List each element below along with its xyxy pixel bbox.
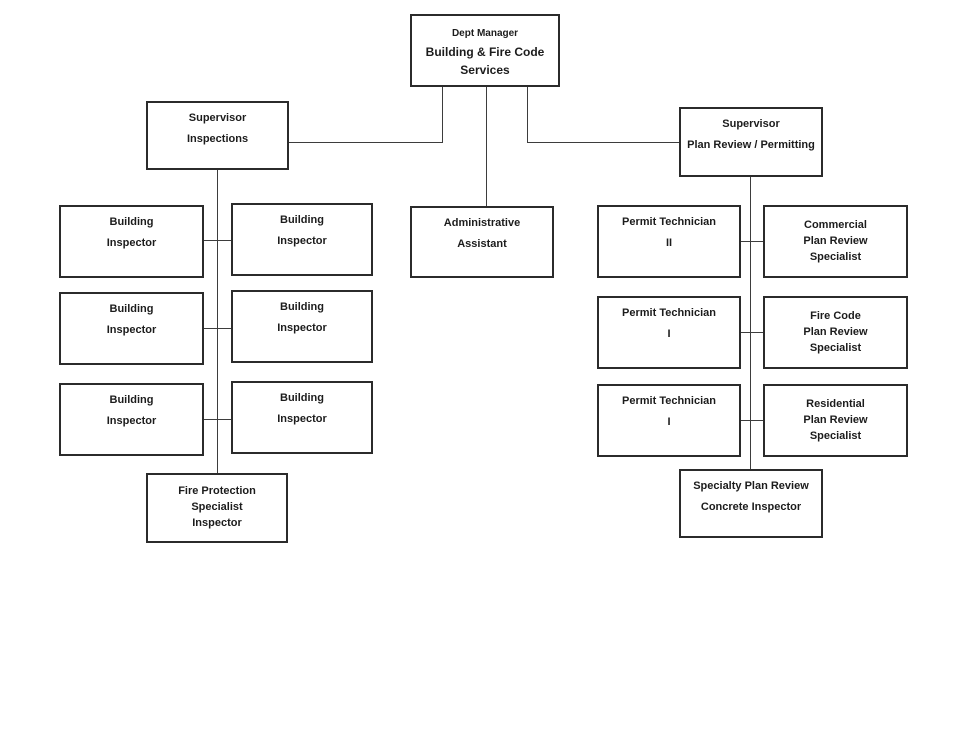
node-subtitle: I: [667, 416, 671, 428]
node-title: Residential: [806, 398, 865, 410]
org-node-building-inspector-2: Building Inspector: [231, 203, 373, 276]
node-subtitle: Inspector: [106, 237, 157, 249]
org-node-building-inspector-4: Building Inspector: [231, 290, 373, 363]
connector-top-drop-left: [442, 87, 443, 143]
org-node-administrative-assistant: Administrative Assistant: [410, 206, 554, 278]
org-node-fire-protection-specialist-inspector: Fire Protection Specialist Inspector: [146, 473, 288, 543]
node-title: Building: [109, 394, 154, 406]
node-subtitle: Specialist: [809, 251, 862, 263]
org-node-building-inspector-3: Building Inspector: [59, 292, 204, 365]
node-title: Dept Manager: [451, 28, 519, 39]
connector-plan-review-row2-stub: [741, 332, 763, 333]
node-subtitle: Inspector: [106, 324, 157, 336]
connector-to-supervisor-inspections: [289, 142, 443, 143]
node-subtitle: Inspections: [186, 133, 249, 145]
connector-plan-review-spine: [750, 177, 751, 469]
node-subtitle: Specialist: [809, 342, 862, 354]
node-subtitle: Inspector: [192, 517, 242, 529]
node-title: Building: [109, 216, 154, 228]
node-title: Building: [109, 303, 154, 315]
node-title: Administrative: [443, 217, 521, 229]
node-title: Commercial: [804, 219, 867, 231]
node-title: Supervisor: [722, 118, 780, 130]
org-node-permit-technician-i-a: Permit Technician I: [597, 296, 741, 369]
node-subtitle: I: [667, 328, 671, 340]
node-title: Permit Technician: [622, 216, 716, 228]
node-subtitle: Concrete Inspector: [700, 501, 802, 513]
node-subtitle: Plan Review / Permitting: [687, 139, 815, 151]
org-node-building-inspector-5: Building Inspector: [59, 383, 204, 456]
connector-inspections-row3-stub: [204, 419, 231, 420]
node-title: Building: [280, 214, 324, 226]
node-subtitle: Plan Review: [803, 414, 868, 426]
node-subtitle: Inspector: [277, 413, 327, 425]
node-subtitle: Inspector: [277, 322, 327, 334]
node-subtitle: Building & Fire Code: [425, 45, 545, 59]
org-node-building-inspector-6: Building Inspector: [231, 381, 373, 454]
node-title: Supervisor: [188, 112, 247, 124]
org-node-commercial-plan-review-specialist: Commercial Plan Review Specialist: [763, 205, 908, 278]
org-node-building-inspector-1: Building Inspector: [59, 205, 204, 278]
node-title: Permit Technician: [622, 307, 716, 319]
connector-plan-review-row1-stub: [741, 241, 763, 242]
org-node-specialty-plan-review-concrete-inspector: Specialty Plan Review Concrete Inspector: [679, 469, 823, 538]
node-subtitle: II: [665, 237, 673, 249]
node-title: Fire Protection: [178, 485, 256, 497]
org-node-supervisor-inspections: Supervisor Inspections: [146, 101, 289, 170]
node-subtitle: Plan Review: [803, 326, 868, 338]
node-title: Fire Code: [810, 310, 861, 322]
node-subtitle: Services: [460, 63, 510, 77]
connector-top-drop-right: [527, 87, 528, 143]
connector-inspections-row1-stub: [204, 240, 231, 241]
node-subtitle: Assistant: [457, 238, 507, 250]
node-subtitle: Specialist: [809, 430, 862, 442]
org-node-supervisor-plan-review: Supervisor Plan Review / Permitting: [679, 107, 823, 177]
node-subtitle: Specialist: [191, 501, 243, 513]
connector-inspections-spine: [217, 170, 218, 473]
node-title: Building: [280, 392, 324, 404]
node-title: Permit Technician: [622, 395, 716, 407]
node-title: Building: [280, 301, 324, 313]
org-node-permit-technician-i-b: Permit Technician I: [597, 384, 741, 457]
connector-top-to-admin: [486, 87, 487, 206]
node-title: Specialty Plan Review: [693, 480, 809, 492]
node-subtitle: Inspector: [277, 235, 327, 247]
org-node-residential-plan-review-specialist: Residential Plan Review Specialist: [763, 384, 908, 457]
org-node-fire-code-plan-review-specialist: Fire Code Plan Review Specialist: [763, 296, 908, 369]
node-subtitle: Plan Review: [803, 235, 868, 247]
connector-inspections-row2-stub: [204, 328, 231, 329]
connector-plan-review-row3-stub: [741, 420, 763, 421]
org-node-permit-technician-ii: Permit Technician II: [597, 205, 741, 278]
connector-to-supervisor-plan-review: [527, 142, 679, 143]
org-node-dept-manager: Dept Manager Building & Fire Code Servic…: [410, 14, 560, 87]
node-subtitle: Inspector: [106, 415, 157, 427]
